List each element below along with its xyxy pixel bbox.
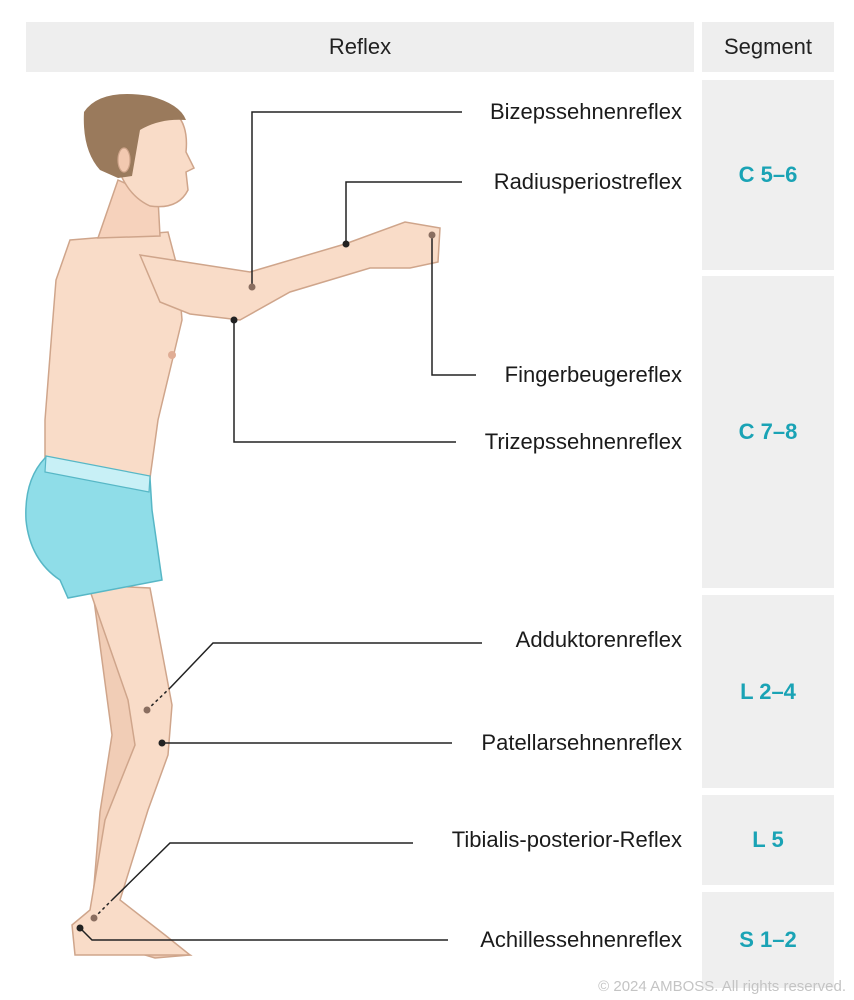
segment-c7-8: C 7–8 [702,276,834,588]
label-fingerbeugereflex: Fingerbeugereflex [504,362,682,387]
point-tibialis [90,914,98,922]
label-adduktorenreflex: Adduktorenreflex [515,627,682,652]
label-trizepssehnenreflex: Trizepssehnenreflex [484,429,682,454]
point-bizeps [248,283,256,291]
header-segment: Segment [702,22,834,72]
label-achillessehnenreflex: Achillessehnenreflex [480,927,682,952]
header-reflex: Reflex [26,22,694,72]
leader-tibialis [111,842,413,901]
point-patellar [158,739,166,747]
leader-trizeps [233,320,456,443]
point-fingerbeuger [428,231,436,239]
point-adduktoren [143,706,151,714]
point-trizeps [230,316,238,324]
waistband [44,455,151,493]
leader-bizeps [251,111,462,287]
leader-fingerbeuger [431,235,476,376]
leader-achilles [79,927,448,941]
segment-l2-4: L 2–4 [702,595,834,788]
label-tibialis-posterior-reflex: Tibialis-posterior-Reflex [451,827,682,852]
hair [83,94,186,178]
shorts [25,457,163,599]
segment-c5-6: C 5–6 [702,80,834,270]
leader-adduktoren [169,642,482,689]
label-radiusperiostreflex: Radiusperiostreflex [493,169,682,194]
ear [117,147,131,173]
leader-radius [345,181,462,244]
point-achilles [76,924,84,932]
front-leg [71,584,193,956]
label-bizepssehnenreflex: Bizepssehnenreflex [489,99,682,124]
point-radius [342,240,350,248]
segment-l5: L 5 [702,795,834,885]
label-patellarsehnenreflex: Patellarsehnenreflex [481,730,682,755]
segment-s1-2: S 1–2 [702,892,834,988]
arm [138,221,441,321]
copyright: © 2024 AMBOSS. All rights reserved. [598,978,846,995]
